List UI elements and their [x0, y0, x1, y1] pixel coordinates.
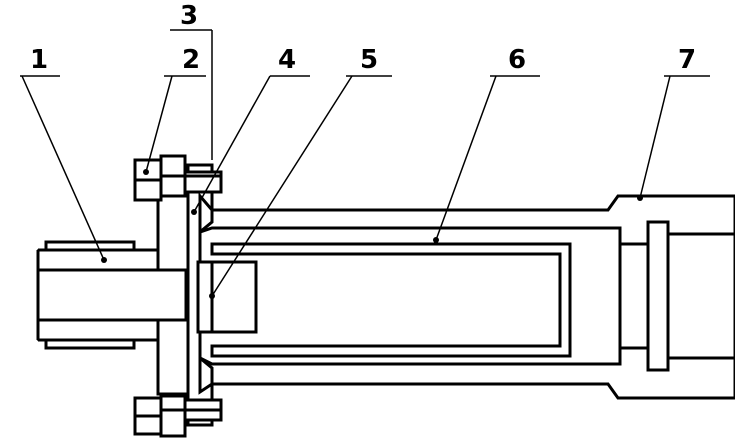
callout-3: 3	[180, 1, 198, 31]
part-4-flange-body	[156, 163, 214, 427]
callout-5: 5	[360, 45, 378, 75]
callout-6: 6	[508, 45, 526, 75]
part-6-inner-liner	[210, 242, 572, 358]
part-7-outer-housing	[198, 191, 735, 400]
part-2-3-bolt-top	[133, 154, 223, 202]
part-2-3-bolt-bottom	[133, 394, 223, 438]
callout-4: 4	[278, 45, 296, 75]
callout-1: 1	[30, 45, 48, 75]
callout-7: 7	[678, 45, 696, 75]
leader-lines	[20, 29, 710, 299]
callout-2: 2	[182, 45, 200, 75]
part-1-inlet-tube	[36, 240, 159, 350]
